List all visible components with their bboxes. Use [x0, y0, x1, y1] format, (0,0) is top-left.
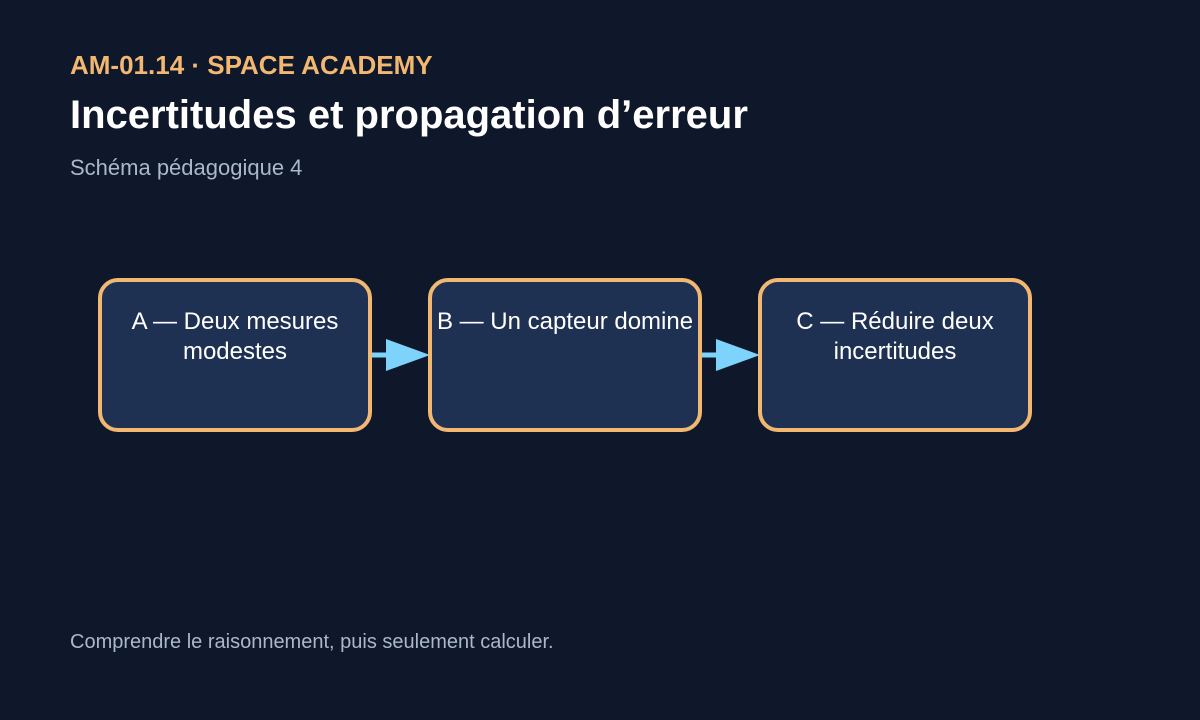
node-a-box	[98, 278, 372, 432]
connector-a-b	[370, 339, 430, 371]
page-subtitle: Schéma pédagogique 4	[70, 155, 303, 180]
node-c-box	[758, 278, 1032, 432]
arrowhead-a-b	[386, 339, 430, 371]
course-code: AM-01.14 · SPACE ACADEMY	[70, 50, 433, 80]
node-a-label: A — Deux mesures modestes	[131, 308, 339, 365]
node-c-label: C — Réduire deux incertitudes	[796, 308, 994, 365]
page-title: Incertitudes et propagation d’erreur	[70, 93, 748, 137]
node-b-label: B — Un capteur domine	[436, 308, 694, 335]
connector-b-c	[700, 339, 760, 371]
node-b-box	[428, 278, 702, 432]
arrowhead-b-c	[716, 339, 760, 371]
footer-note: Comprendre le raisonnement, puis seuleme…	[70, 631, 554, 653]
